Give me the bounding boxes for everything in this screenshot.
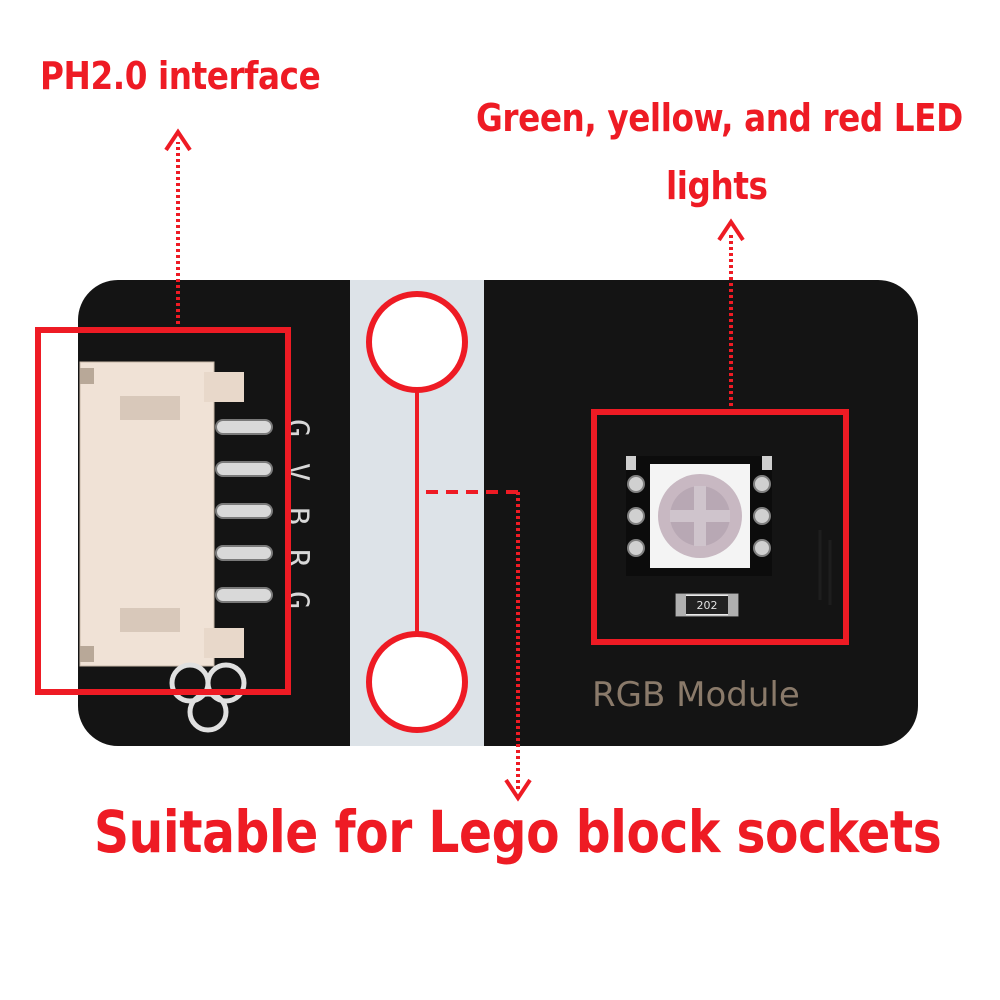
- connector-side-bottom: [204, 628, 244, 658]
- trefoil-logo-icon: [169, 662, 247, 733]
- led-callout-line1: Green, yellow, and red LED: [476, 96, 963, 140]
- led-highlight-box: [591, 409, 849, 645]
- connector-clip-bottom: [80, 646, 94, 662]
- pcb-traces: [818, 530, 832, 605]
- connector-pins: [215, 419, 273, 603]
- pin-label-3: B: [280, 507, 315, 525]
- lego-arrow-head: [504, 778, 532, 802]
- resistor-code: 202: [697, 599, 718, 612]
- pin-5: [215, 587, 273, 603]
- ph-interface-callout: PH2.0 interface: [40, 54, 321, 98]
- smd-resistor: 202: [675, 593, 739, 617]
- pin-label-2: V: [280, 463, 315, 481]
- pin-3: [215, 503, 273, 519]
- rgb-led-package: [626, 456, 772, 576]
- pin-label-4: R: [280, 549, 315, 568]
- module-name-label: RGB Module: [592, 675, 800, 715]
- lego-hole-bottom: [366, 631, 468, 733]
- pin-label-1: G: [280, 419, 315, 437]
- pin-4: [215, 545, 273, 561]
- connector-notch-bottom: [120, 608, 180, 632]
- ph-arrow-head: [164, 128, 192, 152]
- led-callout-line2: lights: [666, 164, 768, 208]
- connector-side-top: [204, 372, 244, 402]
- lego-callout: Suitable for Lego block sockets: [94, 798, 942, 866]
- pin-1: [215, 419, 273, 435]
- lego-hole-top: [366, 291, 468, 393]
- connector-clip-top: [80, 368, 94, 384]
- led-arrow-head: [717, 218, 745, 242]
- pin-2: [215, 461, 273, 477]
- connector-highlight-box: [35, 327, 291, 695]
- connector-notch-top: [120, 396, 180, 420]
- pin-label-5: G: [280, 591, 315, 609]
